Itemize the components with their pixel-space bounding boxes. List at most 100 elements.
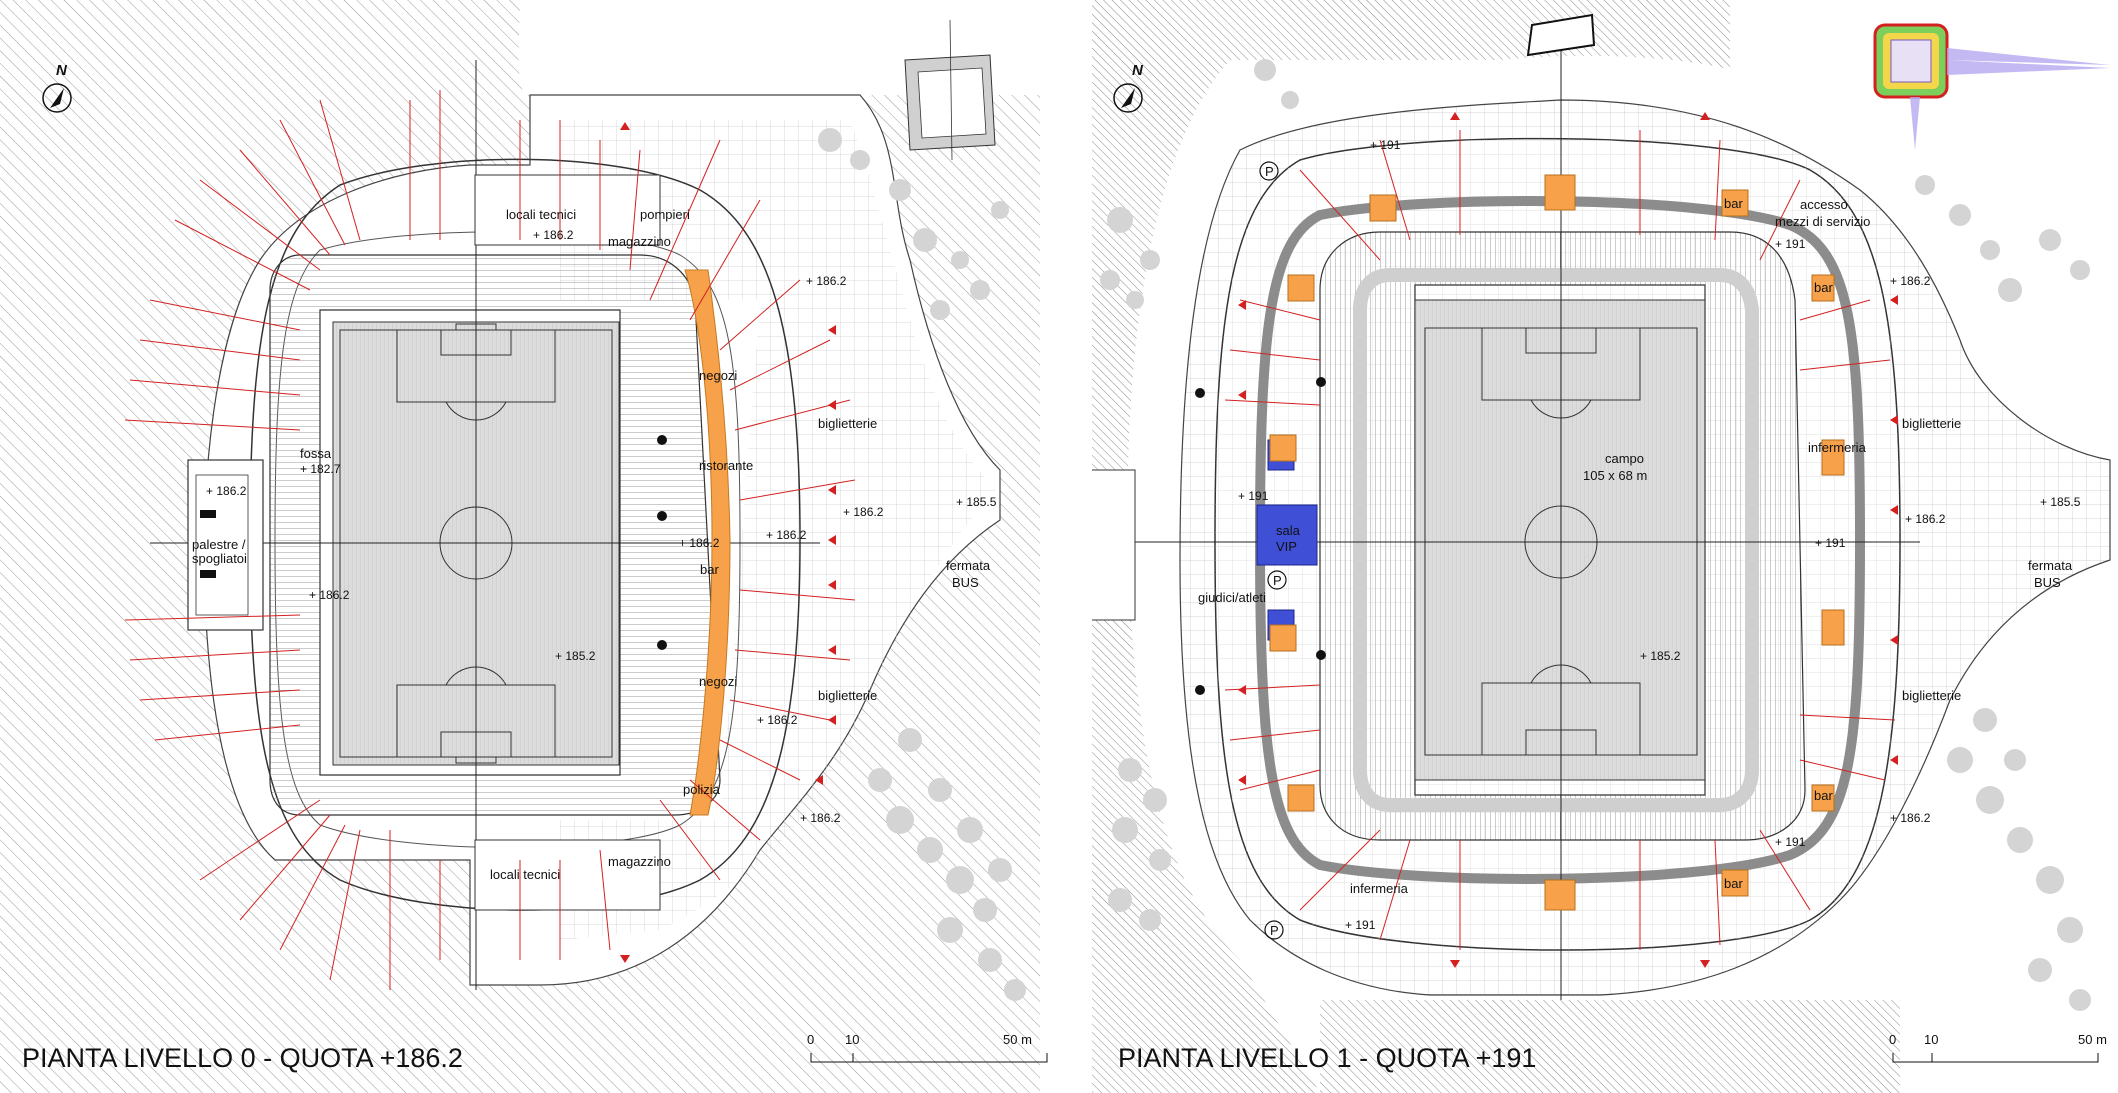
- level1-north-label: N: [1132, 62, 1144, 79]
- level0-label-fossa: fossa: [300, 446, 332, 461]
- level0-label-magazzino-bottom: magazzino: [608, 854, 671, 869]
- level0-elevation: + 186.2: [757, 713, 798, 727]
- level0-elevation: + 186.2: [206, 484, 247, 498]
- level1-scale-ten: 10: [1924, 1032, 1938, 1047]
- level1-sala-vip: [1256, 504, 1318, 566]
- level1-elevation: + 185.2: [1640, 649, 1681, 663]
- level1-elevation: + 186.2: [1890, 274, 1931, 288]
- level1-label-bus: BUS: [2034, 575, 2061, 590]
- level1-scale-fifty: 50 m: [2078, 1032, 2107, 1047]
- level0-elevation: + 186.2: [800, 811, 841, 825]
- level1-parking-label: P: [1270, 923, 1279, 938]
- level0-elevation: + 185.5: [956, 495, 997, 509]
- level1-elevation: + 186.2: [1905, 512, 1946, 526]
- level1-label-giudici-atleti: giudici/atleti: [1198, 590, 1266, 605]
- level0-label-negozi-bottom: negozi: [699, 674, 737, 689]
- level1-service-blocks: [1269, 174, 1845, 911]
- level1-elevation: + 191: [1775, 237, 1806, 251]
- level1-site-hatching-left: [1090, 60, 1320, 1093]
- level1-elevation: + 191: [1345, 918, 1376, 932]
- level1-north-arrow: N: [1113, 62, 1144, 113]
- level0-label-magazzino-top: magazzino: [608, 234, 671, 249]
- parking-icon: [1259, 161, 1287, 940]
- level1-site-hatching-bottom: [1320, 1000, 1900, 1093]
- level1-west-annex: [1089, 469, 1136, 621]
- level1-label-bar-top: bar: [1724, 196, 1743, 211]
- level1-north-gatehouse: [1526, 13, 1596, 57]
- level1-trees: [1100, 59, 2091, 1011]
- level1-scale-bar: [1892, 1053, 2099, 1063]
- level1-parking-label: P: [1265, 164, 1274, 179]
- level0-scale-zero: 0: [807, 1032, 814, 1047]
- level0-label-palestre: palestre /: [192, 537, 246, 552]
- level0-stands: [269, 254, 721, 816]
- level0-label-polizia: polizia: [683, 782, 721, 797]
- level0-key-plan: [904, 19, 996, 161]
- level1-label-vip: VIP: [1276, 539, 1297, 554]
- level1-label-sala: sala: [1276, 523, 1301, 538]
- level1-label-campo: campo: [1605, 451, 1644, 466]
- level1-label-bar-right-top: bar: [1814, 280, 1833, 295]
- level0-elevation: + 182.7: [300, 462, 341, 476]
- level0-elevation: + 186.2: [309, 588, 350, 602]
- level1-elevation: + 186.2: [1890, 811, 1931, 825]
- level1-elevation: + 185.5: [2040, 495, 2081, 509]
- level0-scale-ten: 10: [845, 1032, 859, 1047]
- level0-west-building: [187, 459, 264, 631]
- level0-label-biglietterie-top: biglietterie: [818, 416, 877, 431]
- level1-parking-label: P: [1273, 573, 1282, 588]
- level0-label-locali-tecnici-bottom: locali tecnici: [490, 867, 560, 882]
- level0-elevation: + 186.2: [843, 505, 884, 519]
- level1-elevation: + 191: [1370, 138, 1401, 152]
- level0-elevation: + 186.2: [679, 536, 720, 550]
- level1-label-fermata: fermata: [2028, 558, 2073, 573]
- level0-access-lines: [124, 90, 856, 990]
- level1-elevation: + 191: [1815, 536, 1846, 550]
- level0-elevation: + 186.2: [533, 228, 574, 242]
- level1-entry-markers: [1238, 112, 1898, 968]
- level0-scale-fifty: 50 m: [1003, 1032, 1032, 1047]
- level1-label-accesso: accesso: [1800, 197, 1848, 212]
- level0-plaza-grid: [560, 120, 995, 940]
- level0-trees: [818, 128, 1026, 1001]
- level1-label-infermeria-right: infermeria: [1808, 440, 1867, 455]
- level0-label-negozi-top: negozi: [699, 368, 737, 383]
- level1-plan: N P P P campo 105 x 68 m accesso mezzi d…: [1089, 0, 2111, 1093]
- level0-plan: N locali tecnici pompieri magazzino nego…: [0, 0, 1048, 1093]
- level1-access-lines: [1224, 130, 1896, 950]
- level0-entry-markers: [620, 122, 836, 963]
- level1-title: PIANTA LIVELLO 1 - QUOTA +191: [1118, 1043, 1536, 1073]
- level0-label-bar: bar: [700, 562, 719, 577]
- level0-north-arrow: N: [42, 62, 72, 113]
- level0-north-label: N: [56, 62, 68, 79]
- level0-label-fermata: fermata: [946, 558, 991, 573]
- level1-label-biglietterie-bottom: biglietterie: [1902, 688, 1961, 703]
- level0-label-biglietterie-bottom: biglietterie: [818, 688, 877, 703]
- level0-elevation: + 185.2: [555, 649, 596, 663]
- level1-inner-ring: [1353, 268, 1759, 812]
- level0-elevation: + 186.2: [766, 528, 807, 542]
- level0-title: PIANTA LIVELLO 0 - QUOTA +186.2: [22, 1043, 463, 1073]
- level0-label-spogliatoi: spogliatoi: [192, 551, 247, 566]
- level0-south-building: [474, 839, 661, 911]
- level0-elevation: + 186.2: [806, 274, 847, 288]
- level1-label-biglietterie-top: biglietterie: [1902, 416, 1961, 431]
- level1-label-bar-right-bottom: bar: [1814, 788, 1833, 803]
- level1-label-campo-size: 105 x 68 m: [1583, 468, 1647, 483]
- level1-site-hatching: [1090, 0, 1730, 70]
- level1-label-bar-bottom: bar: [1724, 876, 1743, 891]
- level0-label-locali-tecnici-top: locali tecnici: [506, 207, 576, 222]
- level1-label-mezzi-servizio: mezzi di servizio: [1775, 214, 1870, 229]
- level0-label-bus: BUS: [952, 575, 979, 590]
- level1-sightline-diagram: [1873, 23, 2110, 150]
- level1-elevation: + 191: [1238, 489, 1269, 503]
- level1-label-infermeria-bottom: infermeria: [1350, 881, 1409, 896]
- level1-scale-zero: 0: [1889, 1032, 1896, 1047]
- level0-scale-bar: [810, 1053, 1048, 1063]
- level0-label-pompieri: pompieri: [640, 207, 690, 222]
- level1-elevation: + 191: [1775, 835, 1806, 849]
- level1-pitch: [1414, 299, 1706, 781]
- accessible-icon: [1195, 377, 1326, 695]
- level0-label-ristorante: ristorante: [699, 458, 753, 473]
